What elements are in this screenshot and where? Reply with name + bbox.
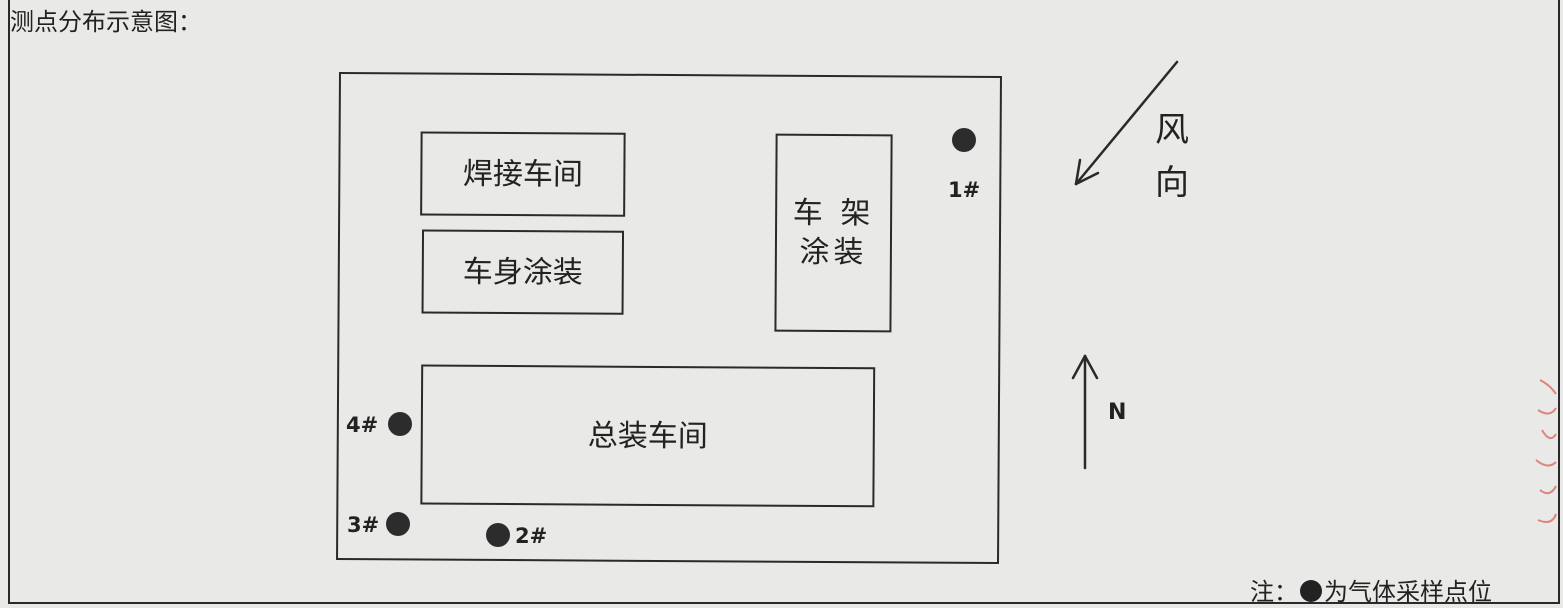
stamp-scribble [1535, 379, 1557, 523]
legend-note: 注： 为气体采样点位 [1250, 572, 1492, 607]
red-stamp-mark [1532, 370, 1562, 550]
diagram-title: 测点分布示意图： [10, 8, 202, 36]
legend-note-prefix: 注： [1250, 578, 1298, 606]
wind-direction-arrow [1074, 60, 1179, 186]
legend-note-suffix: 为气体采样点位 [1324, 578, 1492, 606]
sampling-point-4-label: 4# [346, 413, 379, 437]
sampling-point-3-marker [386, 512, 410, 536]
north-label: N [1108, 400, 1127, 425]
sampling-point-4-marker [388, 412, 412, 436]
diagram-frame [8, 0, 1560, 604]
sampling-point-1-label: 1# [948, 178, 981, 202]
sampling-point-2-marker [486, 523, 510, 547]
north-arrow [1071, 354, 1099, 470]
sampling-point-1-marker [952, 128, 976, 152]
sampling-point-legend-icon [1300, 580, 1322, 602]
sampling-point-2-label: 2# [515, 524, 548, 548]
wind-direction-label: 风 向 [1155, 110, 1189, 203]
sampling-point-3-label: 3# [347, 513, 380, 537]
